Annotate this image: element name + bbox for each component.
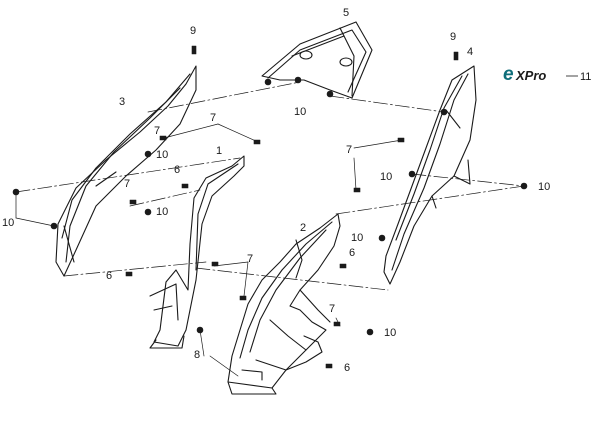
screw-6-upper	[181, 183, 189, 189]
callout-10: 10	[156, 149, 168, 161]
screw-6-front	[325, 363, 333, 369]
callout-9: 9	[190, 25, 196, 37]
screw-7-right	[397, 137, 405, 143]
callout-4: 4	[467, 46, 473, 58]
callout-2: 2	[300, 222, 306, 234]
callout-10: 10	[156, 206, 168, 218]
bolt-10-front	[366, 328, 374, 336]
screw-6-left	[125, 271, 133, 277]
rear-top-cover-part	[261, 21, 373, 99]
callout-10: 10	[384, 327, 396, 339]
callout-7: 7	[210, 112, 216, 124]
bolt-10-mid-left	[144, 208, 152, 216]
screw-7-mid-left	[129, 199, 137, 205]
callout-10: 10	[294, 106, 306, 118]
emblem-mark: e	[503, 64, 514, 85]
callout-3: 3	[119, 96, 125, 108]
assembly-lines	[15, 81, 525, 291]
callout-7: 7	[124, 178, 130, 190]
bolt-10-far-left	[12, 188, 20, 196]
bolt-10-upper	[326, 90, 334, 98]
callout-10: 10	[380, 171, 392, 183]
screw-7-bottom	[239, 295, 247, 301]
callout-7: 7	[247, 253, 253, 265]
callout-8: 8	[194, 349, 200, 361]
callout-6: 6	[106, 270, 112, 282]
leader-lines	[15, 123, 403, 377]
callout-11: 11	[580, 71, 591, 83]
screw-7-front	[333, 321, 341, 327]
bolt-10-right-mid	[408, 170, 416, 178]
callout-labels: 1 2 3 4 5 6 6 6 6 7 7 7 7 7 7 8 9 9 10 1…	[2, 7, 591, 374]
callout-10: 10	[351, 232, 363, 244]
callout-6: 6	[174, 164, 180, 176]
callout-9: 9	[450, 31, 456, 43]
bolt-10-left-low	[50, 222, 58, 230]
callout-1: 1	[216, 145, 222, 157]
callout-10: 10	[538, 181, 550, 193]
screw-7-lower	[211, 261, 219, 267]
expro-emblem-part: e XPro	[503, 64, 578, 85]
clip-8	[196, 326, 204, 334]
screw-6-right	[339, 263, 347, 269]
callout-7: 7	[329, 303, 335, 315]
left-side-panel-part	[55, 65, 197, 277]
screw-7-left	[159, 135, 167, 141]
screw-7-upper	[253, 139, 261, 145]
bolt-10-far-right	[520, 182, 528, 190]
bolt-10-right-low	[378, 234, 386, 242]
callout-10: 10	[2, 217, 14, 229]
bolt-10-left-mid	[144, 150, 152, 158]
callout-7: 7	[154, 125, 160, 137]
screw-9-right	[453, 51, 459, 61]
fasteners	[12, 45, 528, 369]
bolt-right-upper	[440, 108, 448, 116]
callout-5: 5	[343, 7, 349, 19]
screw-7-center	[353, 187, 361, 193]
bolt-top-left	[264, 78, 272, 86]
inner-panel-left-part	[149, 155, 245, 349]
callout-7: 7	[346, 144, 352, 156]
right-side-panel-part	[383, 65, 477, 285]
front-lower-fairing-part	[227, 213, 341, 395]
screw-9-left	[191, 45, 197, 55]
callout-6: 6	[344, 362, 350, 374]
emblem-name: XPro	[515, 68, 546, 83]
callout-6: 6	[349, 247, 355, 259]
bolt-10-top	[294, 76, 302, 84]
